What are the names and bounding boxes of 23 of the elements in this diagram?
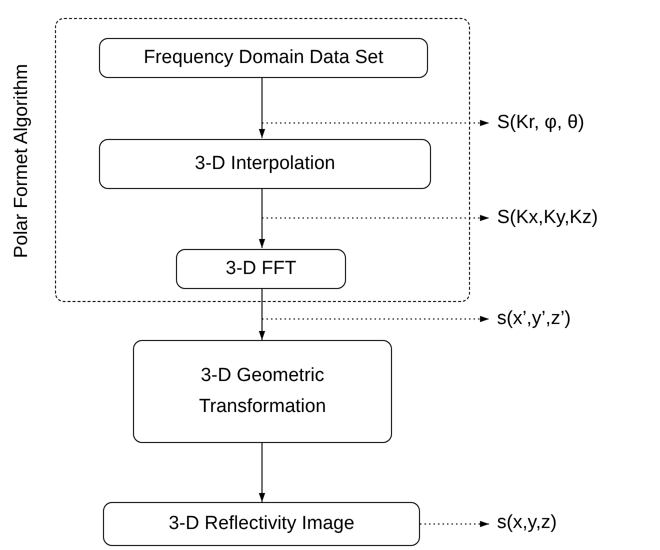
- signal-label: S(Kx,Ky,Kz): [497, 207, 598, 229]
- dotted-arrow: [420, 520, 490, 528]
- box-label: 3-D Reflectivity Image: [168, 512, 354, 536]
- arrow: [258, 188, 266, 248]
- signal-label: s(x,y,z): [497, 512, 557, 534]
- dotted-arrow: [262, 120, 490, 126]
- box-label: 3-D FFT: [226, 256, 296, 281]
- process-box: [133, 340, 392, 443]
- arrow: [258, 288, 266, 340]
- process-box: [103, 502, 420, 546]
- box-label: 3-D Interpolation: [194, 152, 336, 176]
- signal-label: s(x’,y’,z’): [497, 308, 571, 330]
- signal-label: S(Kr, φ, θ): [497, 112, 584, 134]
- arrow: [258, 76, 266, 138]
- process-box: [99, 139, 431, 189]
- dotted-arrow: [262, 316, 490, 322]
- box-label: 3-D Geometric Transformation: [198, 364, 328, 418]
- box-label: Frequency Domain Data Set: [144, 46, 384, 70]
- arrow: [258, 442, 266, 502]
- dotted-arrow: [262, 214, 490, 222]
- process-box: [176, 249, 346, 289]
- group-title: Polar Formet Algorithm: [11, 62, 33, 260]
- process-box: [99, 38, 428, 78]
